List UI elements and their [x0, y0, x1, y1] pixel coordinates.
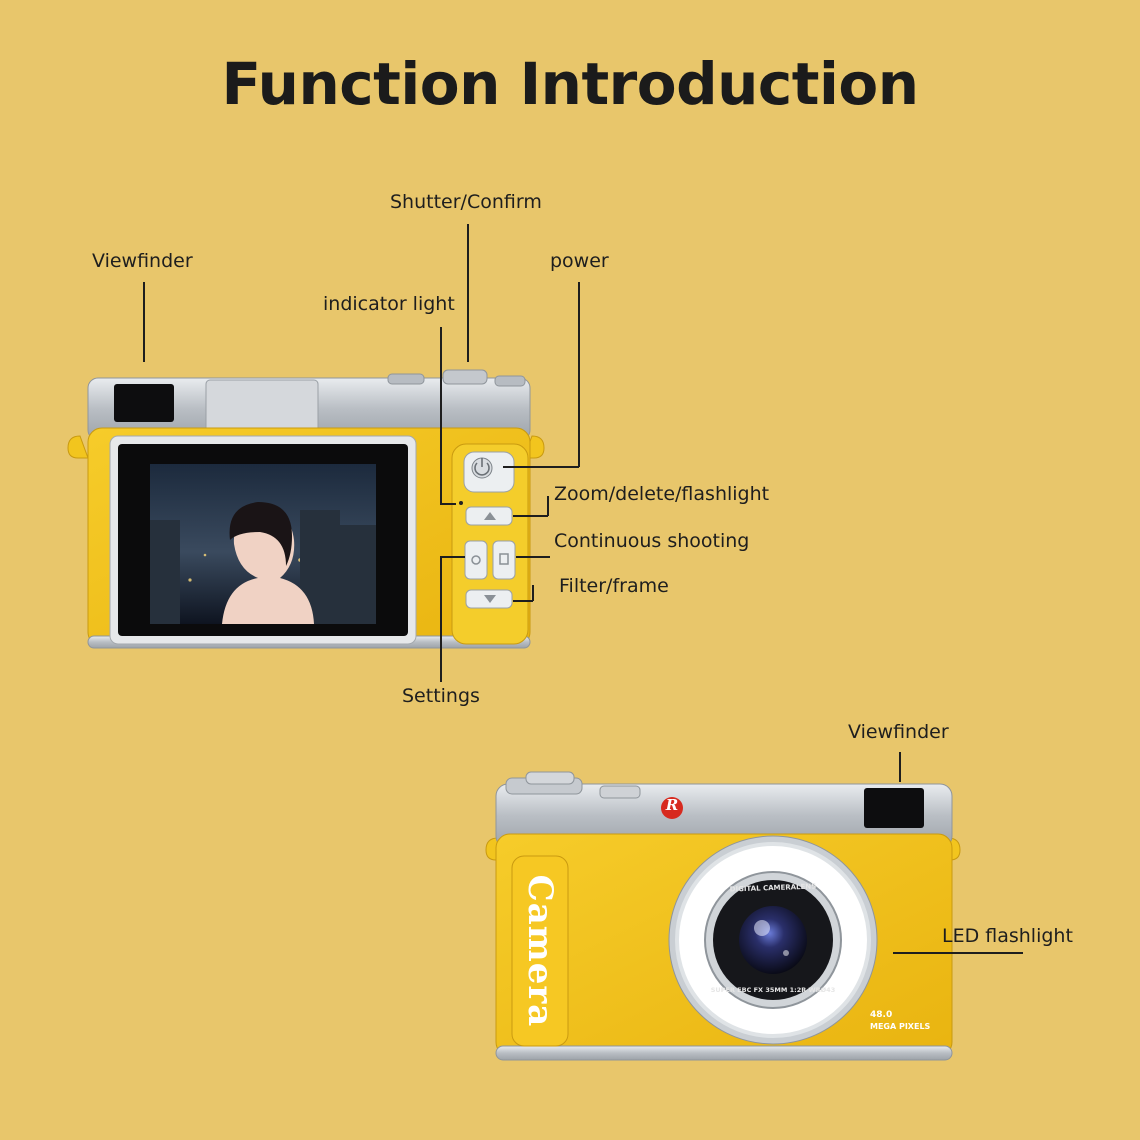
label-settings: Settings — [402, 685, 480, 707]
grip-brand-text: Camera — [520, 874, 560, 1028]
leader-filter-vertical — [532, 585, 534, 601]
viewfinder-window-front — [864, 788, 924, 828]
leader-settings-vertical — [440, 556, 442, 682]
leader-shutter — [467, 224, 469, 362]
lens-text-bottom: SUPER EBC FX 35MM 1:2R WRØ43 — [710, 986, 836, 994]
continuous-button — [492, 540, 516, 580]
leader-power-horizontal — [503, 466, 579, 468]
leader-settings-horizontal — [440, 556, 465, 558]
viewfinder-window-back — [114, 384, 174, 422]
megapixels-value: 48.0 — [870, 1010, 893, 1020]
indicator-light — [459, 501, 463, 505]
label-filter: Filter/frame — [559, 575, 669, 597]
leader-led — [893, 952, 1023, 954]
label-viewfinder-back: Viewfinder — [92, 250, 193, 272]
page-title: Function Introduction — [221, 50, 919, 118]
leader-filter-horizontal — [513, 600, 533, 602]
shutter-dial — [442, 369, 488, 385]
label-indicator: indicator light — [323, 293, 455, 315]
leader-zoom-vertical — [547, 496, 549, 516]
label-zoom: Zoom/delete/flashlight — [554, 483, 770, 505]
brand-logo-letter: R — [665, 796, 679, 814]
lens-glass — [739, 906, 807, 974]
leader-indicator-vertical — [440, 327, 442, 504]
label-continuous: Continuous shooting — [554, 530, 750, 552]
leader-continuous — [516, 556, 550, 558]
leader-viewfinder-back — [143, 282, 145, 362]
settings-button — [464, 540, 488, 580]
leader-indicator-horizontal — [440, 503, 456, 505]
label-viewfinder-front: Viewfinder — [848, 721, 949, 743]
zoom-dial — [494, 375, 526, 387]
megapixels-unit: MEGA PIXELS — [870, 1022, 931, 1031]
brand-logo — [661, 797, 683, 819]
label-shutter: Shutter/Confirm — [390, 191, 542, 213]
leader-power-vertical — [578, 282, 580, 467]
strap-lug-left — [67, 435, 89, 459]
label-led: LED flashlight — [942, 925, 1073, 947]
mode-dial — [387, 373, 425, 385]
grip — [511, 855, 569, 1047]
leader-viewfinder-front — [899, 752, 901, 782]
label-power: power — [550, 250, 609, 272]
leader-zoom-horizontal — [513, 515, 548, 517]
